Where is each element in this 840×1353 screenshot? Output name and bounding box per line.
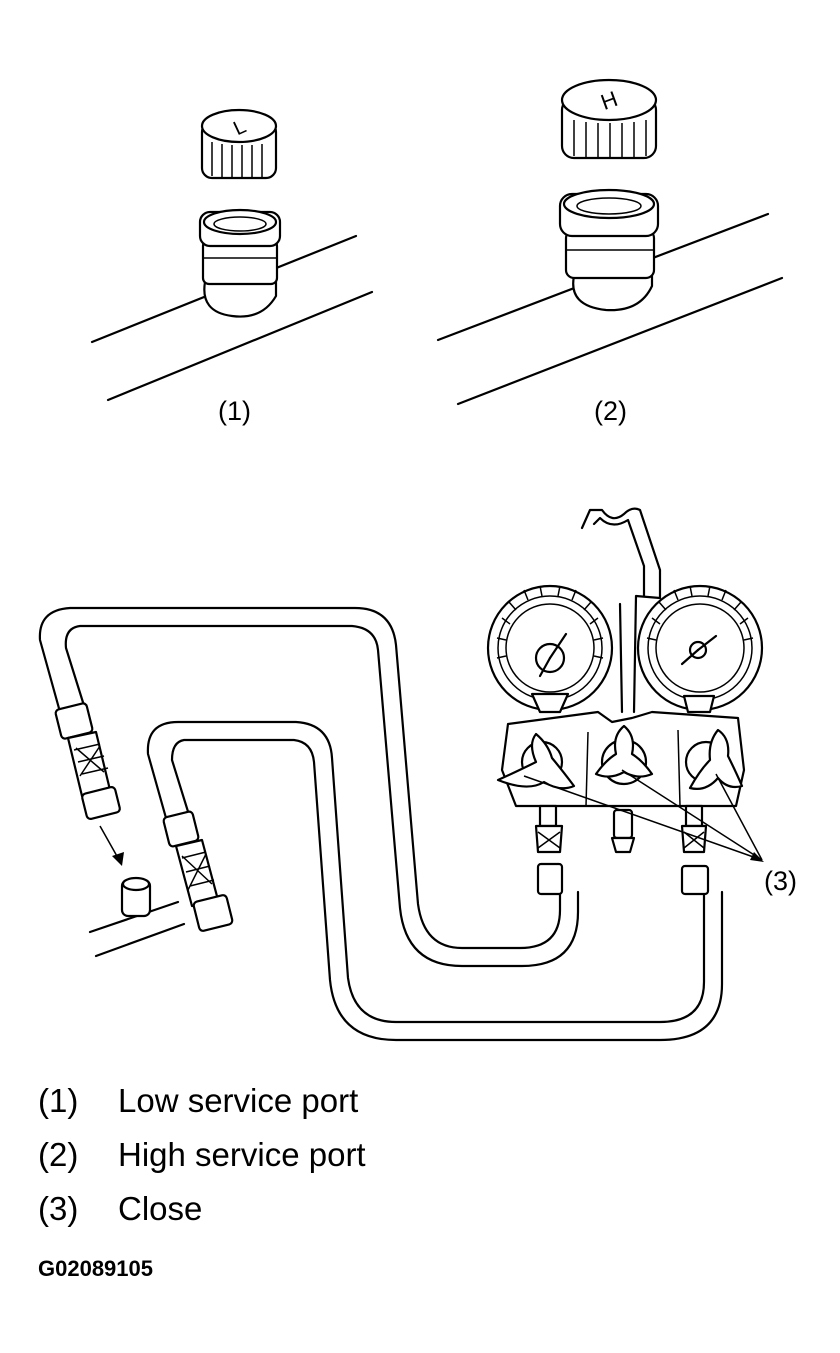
legend-item-high-port: (2) High service port xyxy=(38,1136,366,1190)
figure-code: G02089105 xyxy=(38,1256,153,1281)
legend-text: Close xyxy=(118,1190,203,1227)
legend: (1) Low service port (2) High service po… xyxy=(38,1082,366,1244)
low-side-coupler xyxy=(54,702,124,866)
callout-valves: (3) xyxy=(764,866,797,896)
legend-number: (2) xyxy=(38,1136,79,1173)
valve-leader-lines xyxy=(523,769,764,862)
legend-number: (3) xyxy=(38,1190,79,1227)
legend-text: Low service port xyxy=(118,1082,359,1119)
callout-low-port: (1) xyxy=(218,396,251,426)
legend-item-low-port: (1) Low service port xyxy=(38,1082,366,1136)
legend-text: High service port xyxy=(118,1136,366,1173)
legend-item-close: (3) Close xyxy=(38,1190,366,1244)
legend-number: (1) xyxy=(38,1082,79,1119)
hoses xyxy=(38,606,724,1042)
vehicle-pipe-port xyxy=(88,876,186,958)
callout-high-port: (2) xyxy=(594,396,627,426)
manifold-gauge-set xyxy=(486,507,764,896)
low-service-port-illustration: L xyxy=(90,108,374,402)
high-service-port-illustration: H xyxy=(436,78,784,406)
high-side-coupler xyxy=(162,810,234,932)
